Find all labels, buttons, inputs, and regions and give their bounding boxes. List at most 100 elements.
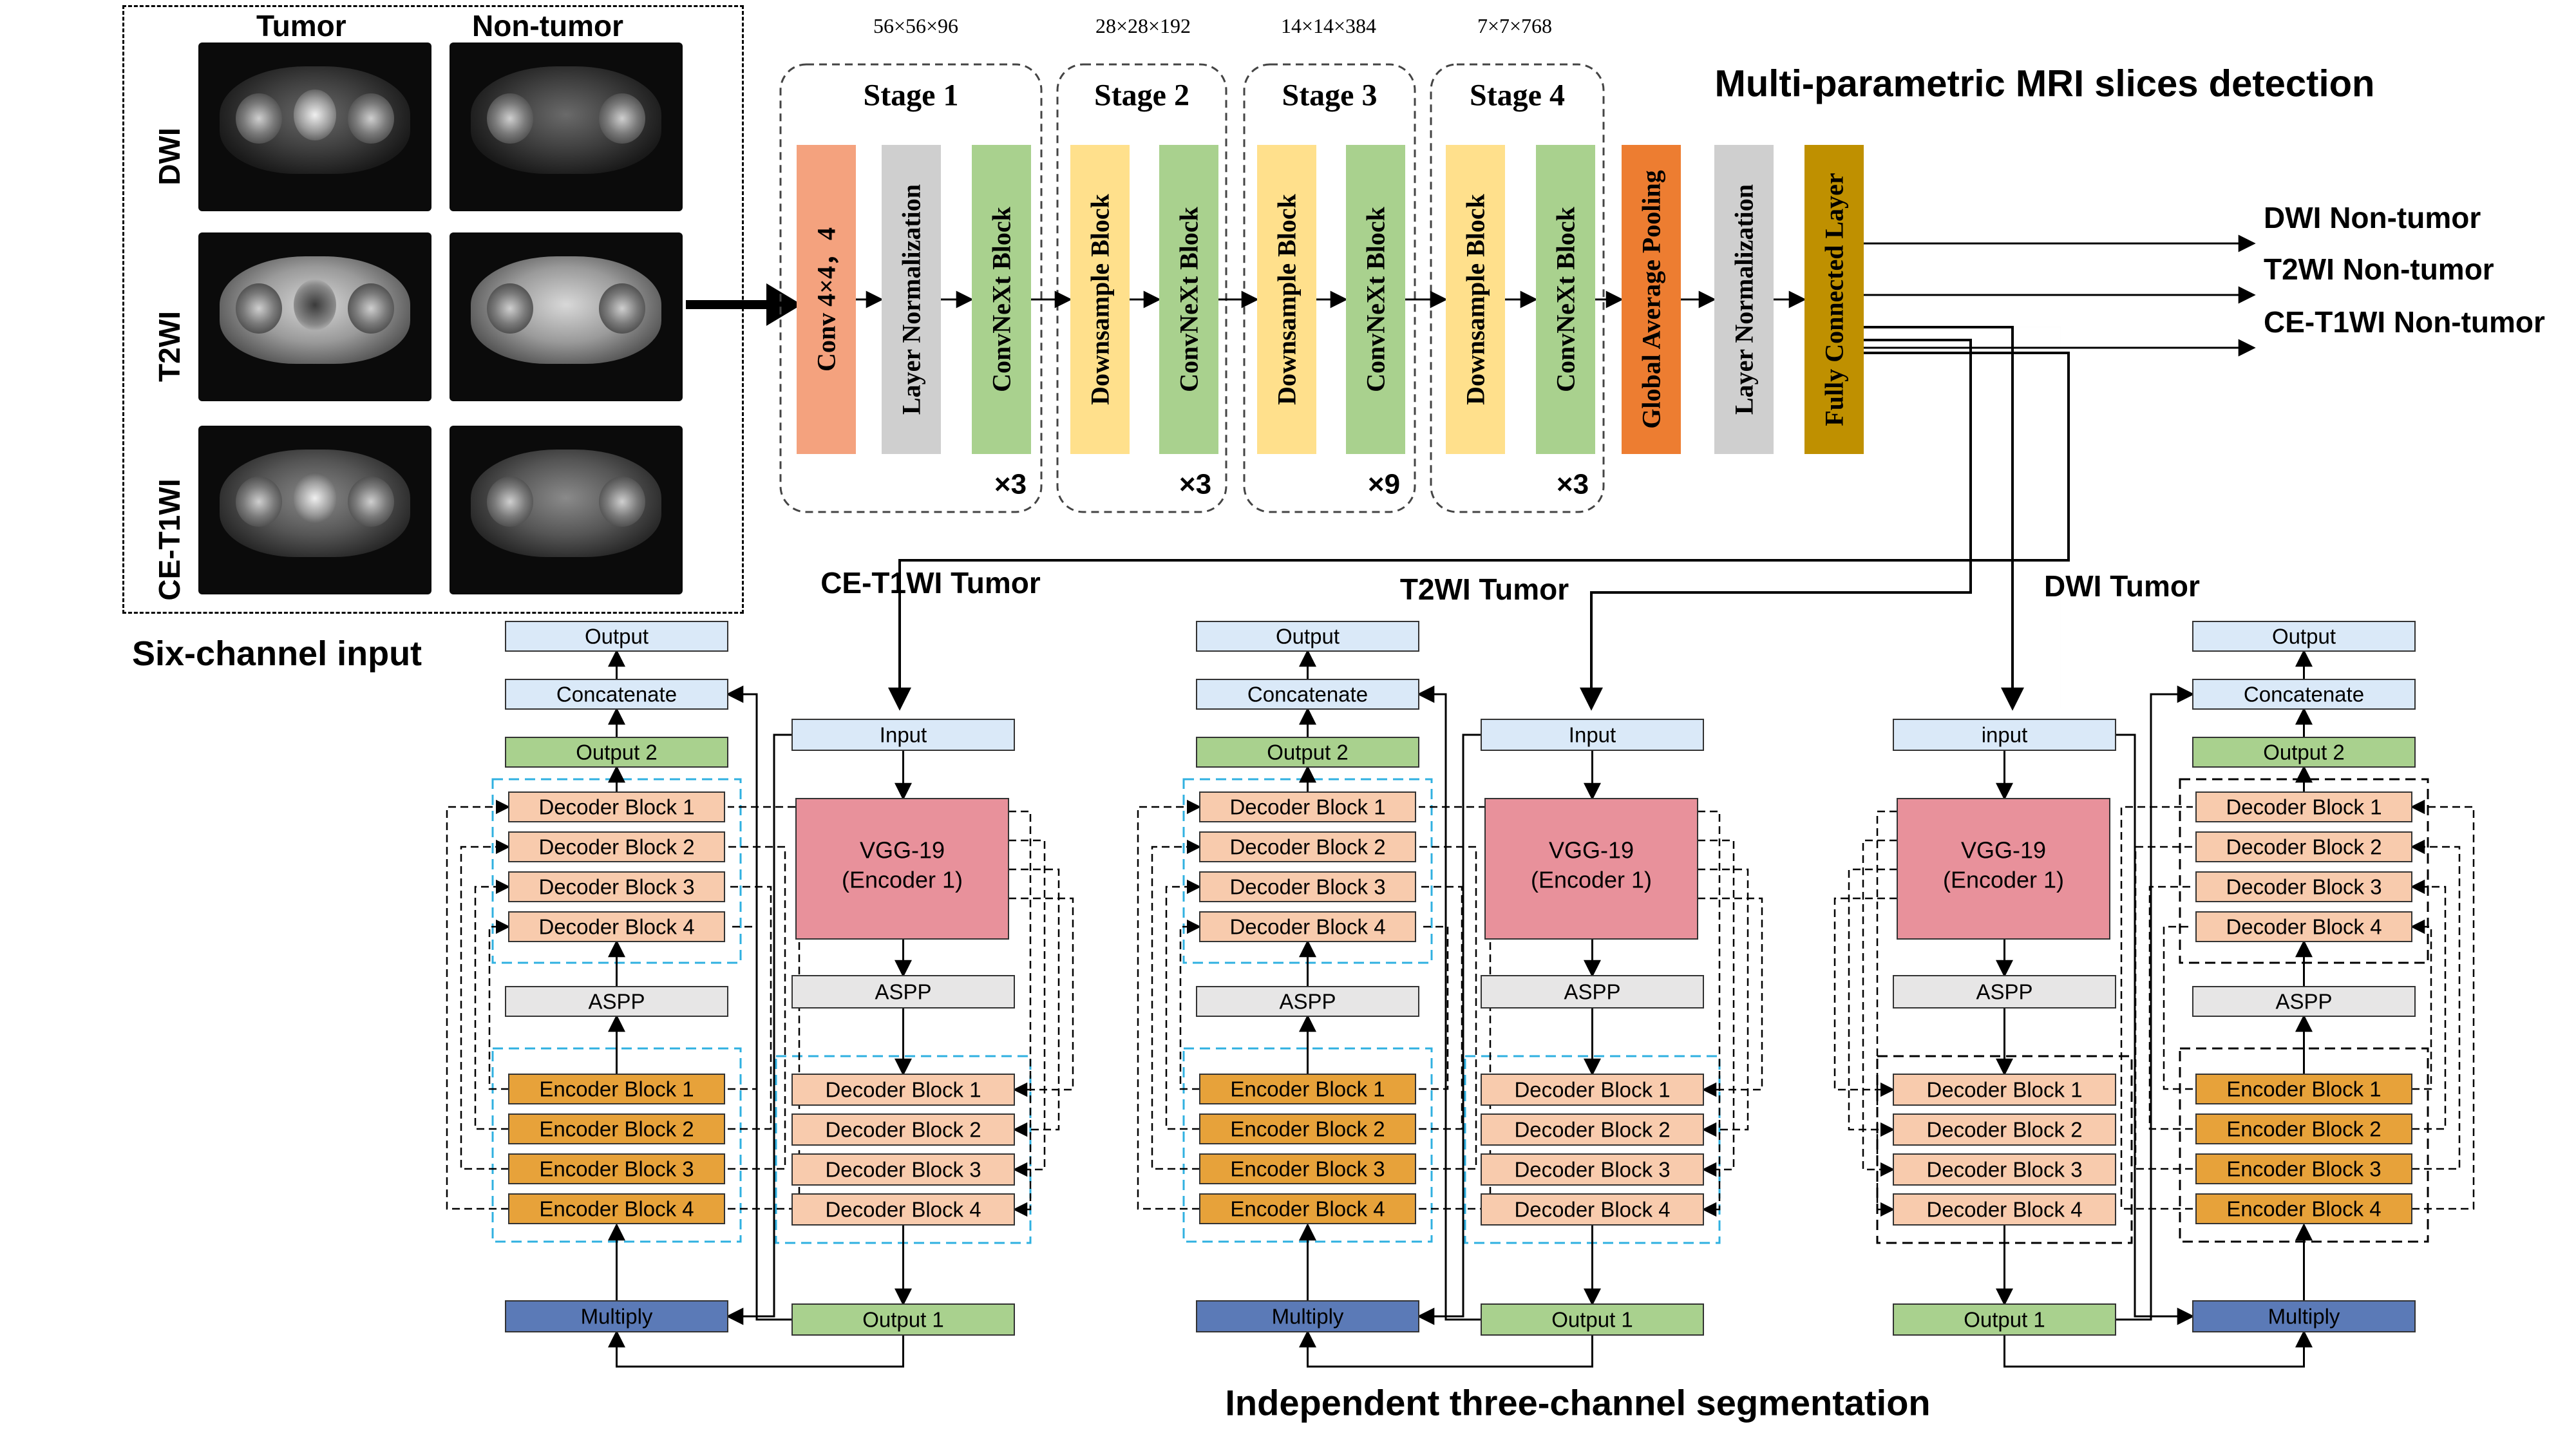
branch-0-encoder2-block-3-label: Encoder Block 3 [539, 1157, 694, 1181]
branch-0-vgg19-box [795, 798, 1009, 940]
fc-to-dwi-branch [1864, 326, 2024, 711]
branch-2-decoder2-block-3 [2195, 871, 2412, 902]
branch-1-decoder1-block-2-label: Decoder Block 2 [1514, 1118, 1670, 1142]
mri-slice-0-0 [198, 43, 431, 211]
stage-2-repeat: ×3 [1179, 469, 1211, 500]
branch-1-output1-box-label: Output 1 [1551, 1308, 1633, 1332]
branch-2-decoder1-block-1-label: Decoder Block 1 [1926, 1078, 2082, 1102]
stage-dims-2: 28×28×192 [1095, 14, 1191, 37]
branch-2-skip2-1 [2410, 879, 2447, 1130]
mri-slice-1-0 [198, 232, 431, 401]
branch-0-decoder1-block-1-label: Decoder Block 1 [825, 1078, 981, 1102]
branch-0-input-box-label: Input [880, 723, 927, 747]
branch-0-decoder2-block-3-label: Decoder Block 3 [538, 875, 694, 899]
branch-0-vgg19-title: VGG-19 [860, 837, 945, 864]
branch-0-tumor-label: CE-T1WI Tumor [820, 566, 1041, 600]
branch-0-input-box [791, 719, 1015, 751]
fc-to-ce-t1wi-branch [888, 352, 2070, 711]
mri-slice-2-0 [198, 426, 431, 594]
branch-0-concatenate-box [505, 679, 728, 710]
branch-2-decoder1-block-2 [1893, 1113, 2116, 1146]
branch-0-encoder2-block-1-label: Encoder Block 1 [539, 1077, 694, 1101]
branch-1-decoder1-block-1 [1481, 1074, 1704, 1106]
non-tumor-output-1: T2WI Non-tumor [2264, 252, 2494, 286]
branch-1-output2-box-label: Output 2 [1267, 741, 1349, 764]
branch-1-decoder2-block-2-label: Decoder Block 2 [1229, 835, 1385, 859]
branch-1-output1-to-concat [1417, 685, 1481, 1321]
branch-2-output1-to-multiply [2003, 1330, 2313, 1368]
branch-2-skip3-2 [2134, 846, 2193, 1170]
branch-0-decoder1-block-3-label: Decoder Block 3 [825, 1158, 981, 1182]
branch-1-skip2-1 [1165, 879, 1202, 1130]
stage-3-frame [1243, 63, 1416, 513]
branch-1-aspp2-box-label: ASPP [1279, 990, 1336, 1014]
stage-4-block-2 [1536, 145, 1595, 454]
head-block-1-label: Global Average Pooling [1637, 170, 1666, 428]
branch-0-output1-to-multiply [608, 1330, 904, 1368]
branch-2-encoder2-block-1-label: Encoder Block 1 [2226, 1077, 2381, 1101]
head-block-3 [1804, 145, 1864, 454]
stage-3-title: Stage 3 [1282, 79, 1378, 113]
branch-2-encoder2-block-3 [2195, 1153, 2412, 1184]
branch-1-encoder2-block-1-label: Encoder Block 1 [1230, 1077, 1385, 1101]
branch-0-decoder2-block-4 [508, 911, 725, 942]
stage-1-block-3-label: ConvNeXt Block [987, 206, 1016, 392]
branch-1-skip2-2 [1151, 839, 1202, 1170]
branch-2-encoder2-block-4 [2195, 1193, 2412, 1224]
branch-1-input-box [1481, 719, 1704, 751]
branch-0-decoder2-block-4-label: Decoder Block 4 [538, 915, 694, 939]
stage-dims-4: 7×7×768 [1477, 14, 1552, 37]
branch-0-aspp1-box-label: ASPP [875, 980, 931, 1004]
branch-2-skip3-0 [2163, 925, 2193, 1090]
branch-0-concatenate-box-label: Concatenate [556, 683, 677, 706]
branch-0-skip3-0 [728, 925, 758, 1090]
branch-1-tumor-label: T2WI Tumor [1400, 573, 1569, 606]
branch-0-skip3-3 [728, 806, 800, 1210]
branch-2-vgg19-title: VGG-19 [1961, 837, 2046, 864]
branch-1-decoder2-block-4 [1199, 911, 1416, 942]
branch-0-skip1-3 [1009, 897, 1074, 1097]
branch-1-vgg19-title: VGG-19 [1549, 837, 1634, 864]
branch-0-skip2-3 [446, 799, 511, 1210]
branch-0-multiply-box [505, 1300, 728, 1332]
stage-dims-3: 14×14×384 [1281, 14, 1376, 37]
branch-0-output1-to-concat [726, 685, 792, 1321]
branch-2-tumor-label: DWI Tumor [2044, 569, 2200, 603]
stage-1-frame [779, 63, 1043, 513]
branch-1-decoder1-block-4 [1481, 1193, 1704, 1226]
column-header-tumor: Tumor [256, 9, 346, 43]
branch-2-decoder2-block-1 [2195, 791, 2412, 822]
stage-1-title: Stage 1 [864, 79, 959, 113]
branch-0-decoder2-block-3 [508, 871, 725, 902]
branch-2-aspp1-box [1893, 975, 2116, 1009]
fc-to-t2wi-branch [1580, 339, 1972, 711]
branch-2-input-box-label: input [1982, 723, 2028, 747]
branch-2-aspp2-box-label: ASPP [2275, 990, 2332, 1014]
stage-2-block-1-label: Downsample Block [1086, 193, 1115, 405]
branch-2-input-to-multiply [2116, 734, 2195, 1325]
non-tumor-output-2: CE-T1WI Non-tumor [2264, 305, 2545, 339]
branch-1-decoder2-block-1 [1199, 791, 1416, 822]
branch-2-output1-box-label: Output 1 [1964, 1308, 2045, 1332]
branch-1-input-box-label: Input [1569, 723, 1616, 747]
branch-2-skip2-2 [2410, 839, 2461, 1170]
branch-1-decoder2-block-4-label: Decoder Block 4 [1229, 915, 1385, 939]
branch-1-output2-box [1196, 737, 1419, 768]
branch-2-decoder1-block-3 [1893, 1153, 2116, 1186]
stage-4-block-2-label: ConvNeXt Block [1551, 206, 1580, 392]
branch-1-decoder1-block-3 [1481, 1153, 1704, 1186]
branch-0-input-to-multiply [726, 734, 792, 1325]
branch-2-decoder2-block-2 [2195, 831, 2412, 862]
column-header-non-tumor: Non-tumor [472, 9, 624, 43]
branch-0-skip1-2 [1009, 868, 1060, 1137]
branch-1-final-output-box [1196, 621, 1419, 652]
stage-2-block-2-label: ConvNeXt Block [1175, 206, 1204, 392]
branch-0-decoder1-block-4-label: Decoder Block 4 [825, 1198, 981, 1222]
branch-2-skip2-0 [2410, 919, 2432, 1090]
branch-1-skip1-3 [1698, 897, 1763, 1097]
branch-0-skip1-0 [1009, 810, 1032, 1217]
branch-0-decoder1-block-2 [791, 1113, 1015, 1146]
stage-1-block-3 [972, 145, 1031, 454]
branch-2-decoder1-block-4 [1893, 1193, 2116, 1226]
branch-0-final-output-box [505, 621, 728, 652]
